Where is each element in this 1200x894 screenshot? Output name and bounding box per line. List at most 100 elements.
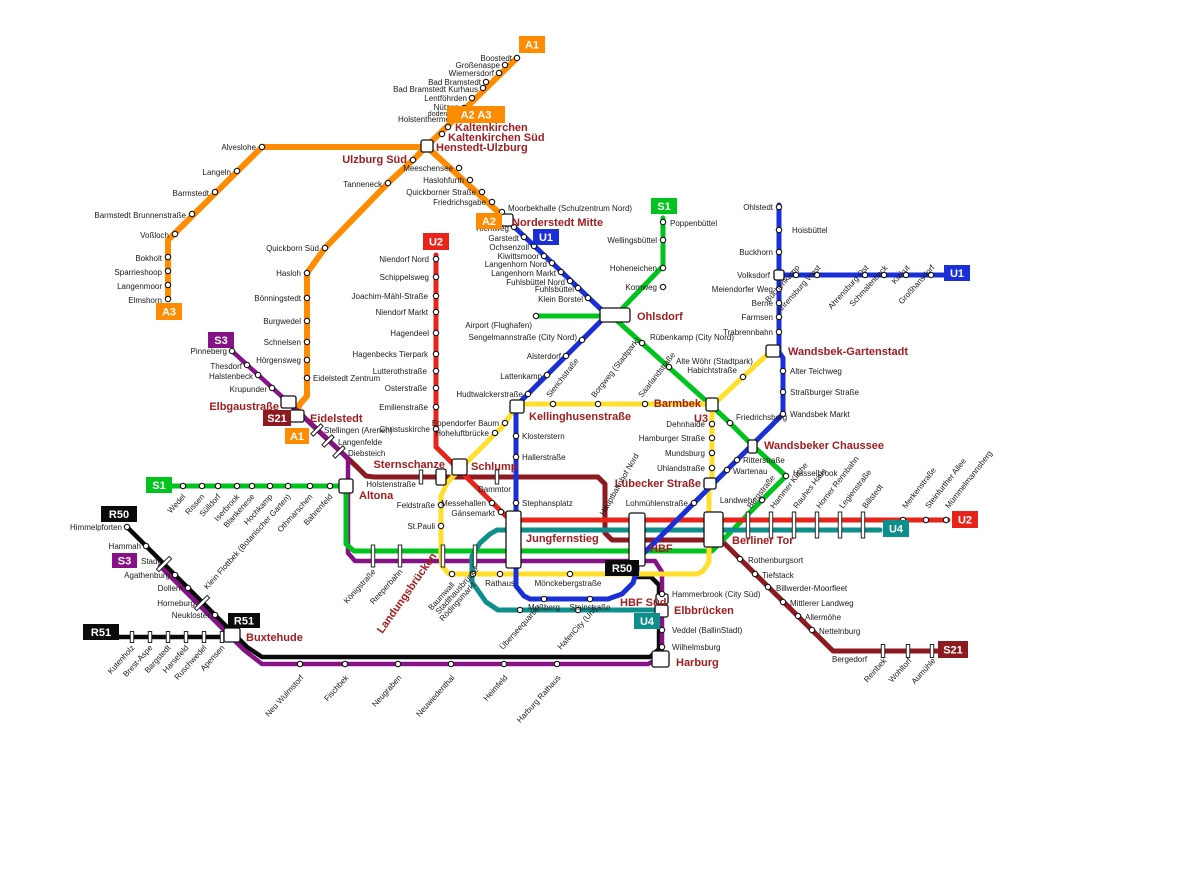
station-tick[interactable] <box>155 555 173 573</box>
badge-a1[interactable]: A1 <box>285 428 309 444</box>
station-tick[interactable] <box>129 631 135 643</box>
station-dot[interactable] <box>775 248 783 256</box>
station-dot[interactable] <box>512 453 520 461</box>
interchange-box[interactable] <box>747 439 758 454</box>
station-dot[interactable] <box>751 570 759 578</box>
station-dot[interactable] <box>296 660 304 668</box>
interchange-box[interactable] <box>651 650 670 668</box>
station-tick[interactable] <box>321 434 335 448</box>
station-dot[interactable] <box>902 271 910 279</box>
station-dot[interactable] <box>553 660 561 668</box>
station-dot[interactable] <box>455 164 463 172</box>
station-dot[interactable] <box>566 570 574 578</box>
badge-s1[interactable]: S1 <box>146 477 172 493</box>
station-tick[interactable] <box>791 511 797 539</box>
station-tick[interactable] <box>814 511 820 539</box>
station-dot[interactable] <box>488 499 496 507</box>
station-dot[interactable] <box>437 522 445 530</box>
badge-r50[interactable]: R50 <box>605 560 639 576</box>
station-tick[interactable] <box>219 631 225 643</box>
station-dot[interactable] <box>779 598 787 606</box>
station-dot[interactable] <box>512 432 520 440</box>
station-dot[interactable] <box>444 123 452 131</box>
badge-s3[interactable]: S3 <box>112 553 137 568</box>
station-dot[interactable] <box>557 268 565 276</box>
interchange-box[interactable] <box>509 399 525 414</box>
station-dot[interactable] <box>248 482 256 490</box>
station-dot[interactable] <box>258 143 266 151</box>
station-tick[interactable] <box>418 469 424 485</box>
station-dot[interactable] <box>164 281 172 289</box>
station-tick[interactable] <box>745 511 751 539</box>
station-dot[interactable] <box>123 523 131 531</box>
station-dot[interactable] <box>432 384 440 392</box>
station-dot[interactable] <box>469 570 477 578</box>
station-tick[interactable] <box>193 594 211 612</box>
station-dot[interactable] <box>562 352 570 360</box>
station-dot[interactable] <box>432 308 440 316</box>
station-dot[interactable] <box>665 363 673 371</box>
interchange-box[interactable] <box>420 139 434 153</box>
badge-s21[interactable]: S21 <box>938 641 968 658</box>
interchange-box[interactable] <box>338 478 354 494</box>
station-dot[interactable] <box>792 271 800 279</box>
station-dot[interactable] <box>532 312 540 320</box>
station-dot[interactable] <box>512 499 520 507</box>
station-tick[interactable] <box>472 544 478 568</box>
interchange-box[interactable] <box>280 395 297 409</box>
station-dot[interactable] <box>733 456 741 464</box>
station-dot[interactable] <box>211 188 219 196</box>
station-dot[interactable] <box>659 236 667 244</box>
station-dot[interactable] <box>233 167 241 175</box>
badge-a1[interactable]: A1 <box>519 36 545 53</box>
station-dot[interactable] <box>284 482 292 490</box>
badge-r50[interactable]: R50 <box>101 506 137 522</box>
station-dot[interactable] <box>437 501 445 509</box>
station-dot[interactable] <box>303 338 311 346</box>
badge-u1[interactable]: U1 <box>533 229 559 245</box>
station-dot[interactable] <box>779 388 787 396</box>
badge-u4[interactable]: U4 <box>634 613 660 629</box>
station-dot[interactable] <box>171 571 179 579</box>
interchange-box[interactable] <box>599 307 631 323</box>
station-dot[interactable] <box>198 482 206 490</box>
station-dot[interactable] <box>432 292 440 300</box>
station-dot[interactable] <box>303 269 311 277</box>
station-dot[interactable] <box>432 367 440 375</box>
station-dot[interactable] <box>775 313 783 321</box>
station-dot[interactable] <box>478 188 486 196</box>
station-dot[interactable] <box>574 606 582 614</box>
station-tick[interactable] <box>165 631 171 643</box>
station-dot[interactable] <box>690 499 698 507</box>
interchange-box[interactable] <box>451 458 468 476</box>
station-dot[interactable] <box>510 223 518 231</box>
badge-s1[interactable]: S1 <box>651 198 677 214</box>
badge-u1[interactable]: U1 <box>944 265 970 281</box>
station-dot[interactable] <box>447 660 455 668</box>
station-dot[interactable] <box>708 449 716 457</box>
station-dot[interactable] <box>164 253 172 261</box>
station-dot[interactable] <box>496 570 504 578</box>
station-dot[interactable] <box>303 294 311 302</box>
station-dot[interactable] <box>306 482 314 490</box>
station-dot[interactable] <box>303 374 311 382</box>
station-dot[interactable] <box>779 410 787 418</box>
station-dot[interactable] <box>659 218 667 226</box>
station-dot[interactable] <box>708 464 716 472</box>
interchange-box[interactable] <box>628 512 646 567</box>
station-dot[interactable] <box>548 259 556 267</box>
interchange-box[interactable] <box>435 468 447 486</box>
station-dot[interactable] <box>341 660 349 668</box>
station-dot[interactable] <box>586 595 594 603</box>
interchange-box[interactable] <box>505 510 522 569</box>
station-dot[interactable] <box>549 400 557 408</box>
station-dot[interactable] <box>432 329 440 337</box>
station-tick[interactable] <box>370 544 376 568</box>
station-dot[interactable] <box>497 508 505 516</box>
station-dot[interactable] <box>266 482 274 490</box>
station-dot[interactable] <box>500 660 508 668</box>
interchange-box[interactable] <box>223 627 241 643</box>
station-dot[interactable] <box>171 230 179 238</box>
interchange-box[interactable] <box>703 511 724 548</box>
badge-u2[interactable]: U2 <box>952 511 978 528</box>
